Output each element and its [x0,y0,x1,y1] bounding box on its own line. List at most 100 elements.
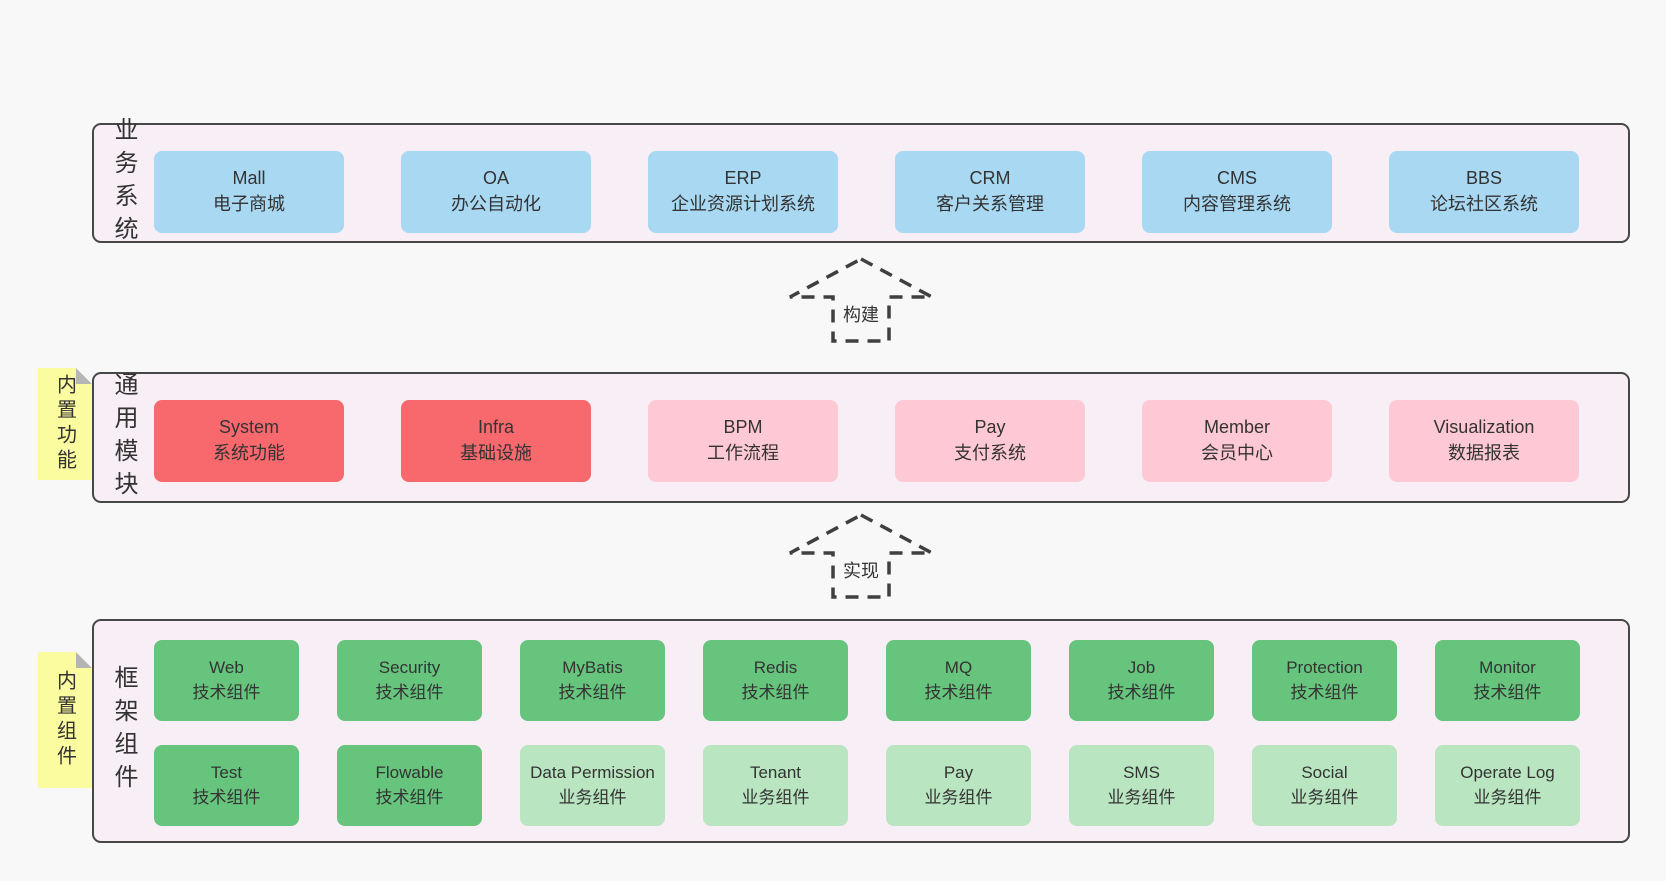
component-box-pay: Pay 业务组件 [886,745,1031,826]
box-title: System [218,417,279,438]
common-modules-row: System 系统功能 Infra 基础设施 BPM 工作流程 Pay 支付系统… [154,400,1579,482]
built-in-features-tab-label: 内置功能 [53,374,76,474]
component-box-redis: Redis 技术组件 [703,640,848,721]
box-title: CMS [1217,168,1257,189]
box-subtitle: 技术组件 [924,682,993,702]
system-box-cms: CMS 内容管理系统 [1142,151,1332,233]
system-box-oa: OA 办公自动化 [401,151,591,233]
box-title: Visualization [1433,417,1535,438]
module-box-visualization: Visualization 数据报表 [1389,400,1579,482]
framework-components-label: 框架组件 [110,665,137,797]
business-systems-row: Mall 电子商城 OA 办公自动化 ERP 企业资源计划系统 CRM 客户关系… [154,151,1579,233]
box-subtitle: 会员中心 [1201,443,1273,463]
box-subtitle: 系统功能 [213,443,285,463]
component-box-monitor: Monitor 技术组件 [1435,640,1580,721]
box-title: Social [1301,763,1348,783]
box-title: SMS [1123,763,1160,783]
box-subtitle: 办公自动化 [451,194,541,214]
box-title: Job [1127,658,1156,678]
box-title: Pay [943,763,974,783]
box-title: Web [209,658,244,678]
module-box-bpm: BPM 工作流程 [648,400,838,482]
module-box-pay: Pay 支付系统 [895,400,1085,482]
framework-components-section: 框架组件 Web 技术组件 Security 技术组件 MyBatis 技术组件… [92,619,1630,843]
box-subtitle: 业务组件 [558,787,627,807]
box-subtitle: 数据报表 [1448,443,1520,463]
box-title: Flowable [375,763,444,783]
box-subtitle: 业务组件 [1473,787,1542,807]
box-title: BPM [723,417,763,438]
box-title: Infra [477,417,515,438]
system-box-bbs: BBS 论坛社区系统 [1389,151,1579,233]
component-box-mq: MQ 技术组件 [886,640,1031,721]
box-subtitle: 技术组件 [1107,682,1176,702]
box-title: Mall [232,168,266,189]
box-title: Tenant [749,763,802,783]
box-subtitle: 内容管理系统 [1183,194,1291,214]
box-subtitle: 业务组件 [1290,787,1359,807]
component-box-test: Test 技术组件 [154,745,299,826]
system-box-crm: CRM 客户关系管理 [895,151,1085,233]
component-box-protection: Protection 技术组件 [1252,640,1397,721]
component-box-web: Web 技术组件 [154,640,299,721]
system-box-mall: Mall 电子商城 [154,151,344,233]
box-title: MQ [944,658,973,678]
box-title: CRM [969,168,1011,189]
box-subtitle: 业务组件 [741,787,810,807]
module-box-system: System 系统功能 [154,400,344,482]
box-subtitle: 客户关系管理 [936,194,1044,214]
component-box-operate-log: Operate Log 业务组件 [1435,745,1580,826]
component-box-security: Security 技术组件 [337,640,482,721]
box-title: MyBatis [562,658,623,678]
built-in-components-tab: 内置组件 [38,652,92,788]
box-subtitle: 技术组件 [1473,682,1542,702]
folded-corner [76,368,92,384]
component-box-job: Job 技术组件 [1069,640,1214,721]
box-title: Monitor [1479,658,1536,678]
box-subtitle: 技术组件 [375,787,444,807]
folded-corner [76,652,92,668]
box-subtitle: 技术组件 [375,682,444,702]
business-systems-section: 业务系统 Mall 电子商城 OA 办公自动化 ERP 企业资源计划系统 CRM… [92,117,1630,249]
box-subtitle: 技术组件 [1290,682,1359,702]
component-box-data-permission: Data Permission 业务组件 [520,745,665,826]
built-in-features-tab: 内置功能 [38,368,92,480]
box-title: Data Permission [530,763,655,783]
framework-components-row-2: Test 技术组件 Flowable 技术组件 Data Permission … [154,745,1580,826]
box-title: Protection [1286,658,1363,678]
box-title: BBS [1465,168,1503,189]
build-arrow-label: 构建 [838,299,884,329]
implement-arrow: 实现 [786,513,936,599]
box-subtitle: 支付系统 [954,443,1026,463]
box-title: Security [378,658,441,678]
box-subtitle: 电子商城 [213,194,285,214]
component-box-flowable: Flowable 技术组件 [337,745,482,826]
box-subtitle: 技术组件 [741,682,810,702]
box-title: Test [210,763,243,783]
box-subtitle: 业务组件 [1107,787,1176,807]
box-subtitle: 工作流程 [707,443,779,463]
built-in-components-tab-label: 内置组件 [53,670,76,770]
box-title: Redis [753,658,798,678]
component-box-social: Social 业务组件 [1252,745,1397,826]
box-subtitle: 技术组件 [192,682,261,702]
box-subtitle: 基础设施 [460,443,532,463]
box-subtitle: 企业资源计划系统 [671,194,815,214]
build-arrow: 构建 [786,257,936,343]
box-title: Member [1203,417,1270,438]
system-box-erp: ERP 企业资源计划系统 [648,151,838,233]
box-subtitle: 论坛社区系统 [1430,194,1538,214]
common-modules-label: 通用模块 [110,371,137,504]
box-subtitle: 技术组件 [192,787,261,807]
box-title: Pay [974,417,1006,438]
box-title: Operate Log [1460,763,1555,783]
module-box-member: Member 会员中心 [1142,400,1332,482]
implement-arrow-label: 实现 [838,555,884,585]
box-subtitle: 业务组件 [924,787,993,807]
framework-components-row-1: Web 技术组件 Security 技术组件 MyBatis 技术组件 Redi… [154,640,1580,721]
business-systems-label: 业务系统 [110,117,137,249]
component-box-mybatis: MyBatis 技术组件 [520,640,665,721]
component-box-sms: SMS 业务组件 [1069,745,1214,826]
box-title: ERP [724,168,762,189]
box-title: OA [482,168,509,189]
